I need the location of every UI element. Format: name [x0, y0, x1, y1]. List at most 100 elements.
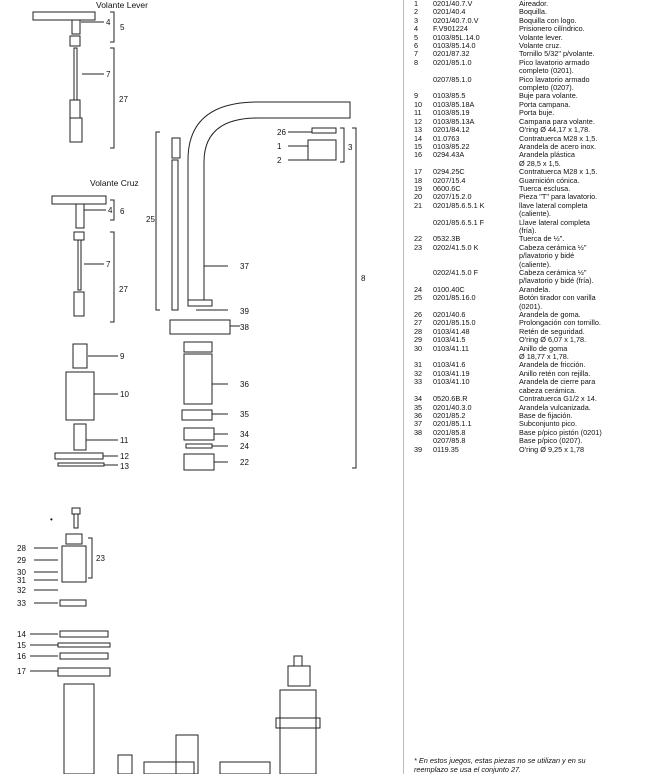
exploded-parts-diagram: Volante Lever Volante Cruz 4 5 7 27 26 1… — [17, 0, 366, 774]
part-code: 0103/41.6 — [433, 360, 466, 370]
part-description: Tuerca esclusa. — [519, 183, 571, 193]
part-number: 9 — [414, 91, 419, 101]
part-number: 38 — [414, 427, 423, 437]
part-code: 0201/40.4 — [433, 7, 466, 17]
part-code: 0201/40.3.0 — [433, 402, 472, 412]
part-code: 0294.43A — [433, 150, 465, 160]
part-description: Contratuerca G1/2 x 14. — [519, 394, 597, 404]
part-number: 31 — [414, 360, 423, 370]
part-description: Base p/pico pistón (0201) — [519, 427, 602, 437]
part-number: 33 — [414, 377, 423, 387]
callout-label: 35 — [240, 410, 249, 419]
callout-label: 1 — [277, 142, 282, 151]
bullet-marker: • — [50, 515, 53, 524]
part-number — [414, 269, 433, 286]
cruz-handle-drawing — [51, 195, 118, 467]
column-divider — [403, 0, 404, 774]
callout-label: 27 — [119, 95, 128, 104]
parts-row: 38 0201/85.8 Base p/pico pistón (0201) — [414, 427, 645, 437]
part-code: 0100.40C — [433, 284, 465, 294]
part-description: Base p/pico (0207). — [519, 436, 583, 446]
part-code: 0103/85.18A — [433, 99, 475, 109]
part-number: 35 — [414, 402, 423, 412]
part-code: 0201/85.16.0 — [433, 293, 476, 303]
callout-label: 39 — [240, 307, 249, 316]
part-code: 0207/85.8 — [433, 436, 466, 446]
callout-label: 23 — [96, 554, 105, 563]
part-code: 0103/85.14.0 — [433, 41, 476, 51]
callout-label: 2 — [277, 156, 282, 165]
part-description: Tuerca de ½". — [519, 234, 565, 244]
parts-row: 0202/41.5.0 F Cabeza cerámica ½" p/lavato… — [414, 268, 645, 286]
part-description: O'ring Ø 9,25 x 1,78 — [519, 444, 585, 454]
part-description: Tornillo 5/32" p/volante. — [519, 49, 595, 59]
part-number: 36 — [414, 410, 423, 420]
part-number: 27 — [414, 318, 423, 328]
callout-label: 32 — [17, 586, 26, 595]
part-number: 7 — [414, 49, 419, 59]
callout-label: 7 — [106, 260, 111, 269]
part-number: 12 — [414, 116, 423, 126]
part-description: Boquilla con logo. — [519, 15, 577, 25]
part-code: 0103/85.13A — [433, 116, 475, 126]
callout-label: 34 — [240, 430, 249, 439]
part-number — [414, 76, 433, 93]
part-number: 30 — [414, 343, 423, 353]
part-description: Volante cruz. — [519, 41, 562, 51]
part-description: Pieza "T" para lavatorio. — [519, 192, 598, 202]
part-description: Campana para volante. — [519, 116, 595, 126]
callout-label: 4 — [108, 206, 113, 215]
part-code: 0103/85.5 — [433, 91, 466, 101]
part-number: 19 — [414, 183, 423, 193]
callout-label: 30 — [17, 568, 26, 577]
part-description: Pico lavatorio armado completo (0201). — [519, 57, 590, 76]
part-description: Porta buje. — [519, 108, 555, 118]
parts-row: 19 0600.6C Tuerca esclusa. — [414, 183, 645, 193]
callout-label: 22 — [240, 458, 249, 467]
part-description: Cabeza cerámica ½" p/lavatorio y bidé (f… — [519, 268, 594, 286]
part-number: 25 — [414, 293, 423, 303]
part-code: 0201/85.8 — [433, 427, 466, 437]
part-code: 0202/41.5.0 F — [433, 268, 479, 277]
part-description: Guarnición cónica. — [519, 175, 580, 185]
callout-label: 28 — [17, 544, 26, 553]
part-description: Contratuerca M28 x 1,5. — [519, 167, 598, 177]
cruz-title: Volante Cruz — [90, 178, 139, 188]
part-code: 0103/85L.14.0 — [433, 32, 480, 42]
part-number: 11 — [414, 108, 422, 118]
part-description: Arandela de goma. — [519, 310, 581, 320]
ceramic-cartridge-drawing — [34, 507, 93, 607]
callout-label: 11 — [120, 436, 129, 445]
part-code: F.V901224 — [433, 24, 468, 34]
part-number: 8 — [414, 57, 419, 67]
part-code: 0201/85.6.5.1 F — [433, 217, 485, 227]
callout-label: 25 — [146, 215, 155, 224]
callout-label: 29 — [17, 556, 26, 565]
callout-label: 10 — [120, 390, 129, 399]
callout-label: 36 — [240, 380, 249, 389]
part-description: Botón tirador con varilla (0201). — [519, 293, 596, 311]
part-code: 0201/40.7.0.V — [433, 15, 479, 25]
part-description: Arandela plástica Ø 28,5 x 1,5. — [519, 150, 575, 168]
part-number: 16 — [414, 150, 423, 160]
part-code: 0600.6C — [433, 183, 461, 193]
part-code: 0201/85.2 — [433, 410, 466, 420]
part-number: 21 — [414, 200, 423, 210]
part-code: 0201/40.7.V — [433, 0, 473, 8]
part-code: 0103/41.48 — [433, 326, 470, 336]
callout-label: 9 — [120, 352, 125, 361]
part-number: 37 — [414, 419, 423, 429]
part-code: 0520.6B.R — [433, 394, 468, 404]
callout-label: 4 — [106, 18, 111, 27]
